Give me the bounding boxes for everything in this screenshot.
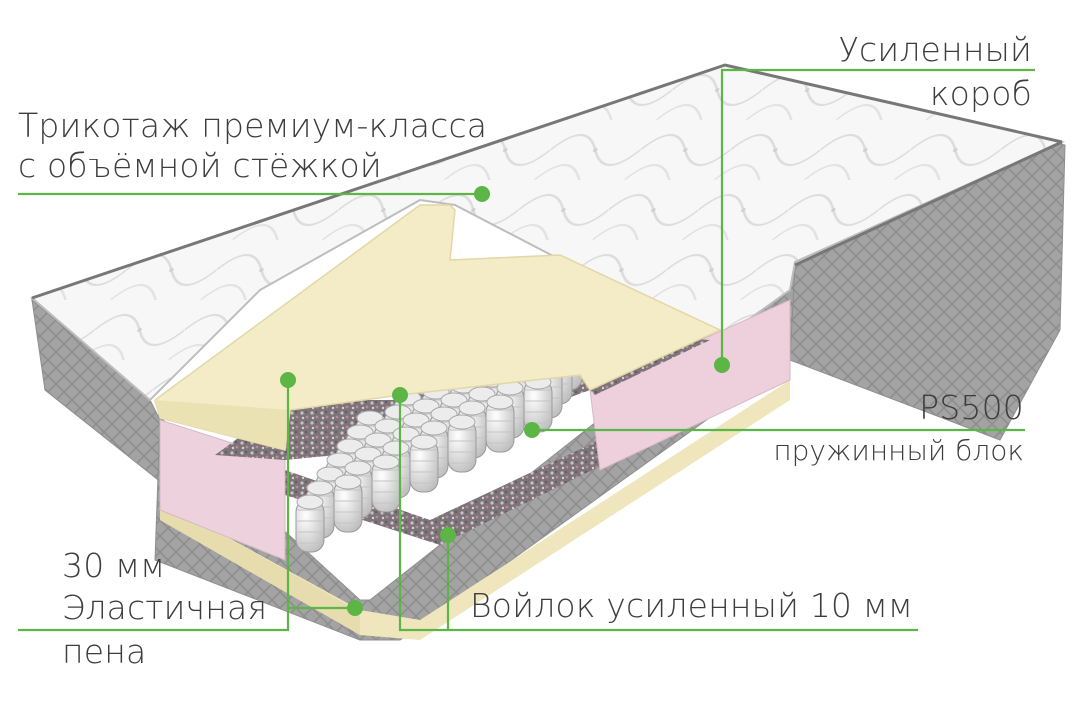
callout-dot-base-foam bbox=[347, 600, 363, 616]
label-knit-line1: Трикотаж премиум-класса bbox=[18, 106, 488, 145]
callout-lines bbox=[18, 68, 1035, 632]
label-box-line2: короб bbox=[929, 74, 1032, 113]
callout-dots bbox=[280, 186, 730, 616]
label-foam-line2: Эластичная bbox=[62, 588, 268, 627]
pocket-spring bbox=[333, 474, 363, 533]
label-knit-line2: с объёмной стёжкой bbox=[18, 146, 382, 185]
callout-dot-box bbox=[714, 357, 730, 373]
callout-dot-foam bbox=[280, 372, 296, 388]
label-spring-desc: пружинный блок bbox=[773, 434, 1024, 467]
pocket-spring bbox=[485, 394, 515, 453]
callout-dot-felt-top bbox=[392, 387, 408, 403]
pocket-spring bbox=[409, 434, 439, 493]
callout-dot-knit bbox=[474, 186, 490, 202]
pocket-spring bbox=[371, 454, 401, 513]
pocket-spring bbox=[295, 494, 325, 553]
label-spring-model: PS500 bbox=[919, 388, 1024, 427]
callout-dot-felt-bottom bbox=[440, 527, 456, 543]
callout-dot-springs bbox=[524, 422, 540, 438]
label-foam-line1: 30 мм bbox=[62, 546, 166, 585]
label-felt: Войлок усиленный 10 мм bbox=[470, 586, 914, 625]
label-foam-line3: пена bbox=[62, 632, 147, 671]
spring-block bbox=[295, 330, 583, 553]
pocket-spring bbox=[447, 414, 477, 473]
label-box-line1: Усиленный bbox=[838, 30, 1032, 69]
